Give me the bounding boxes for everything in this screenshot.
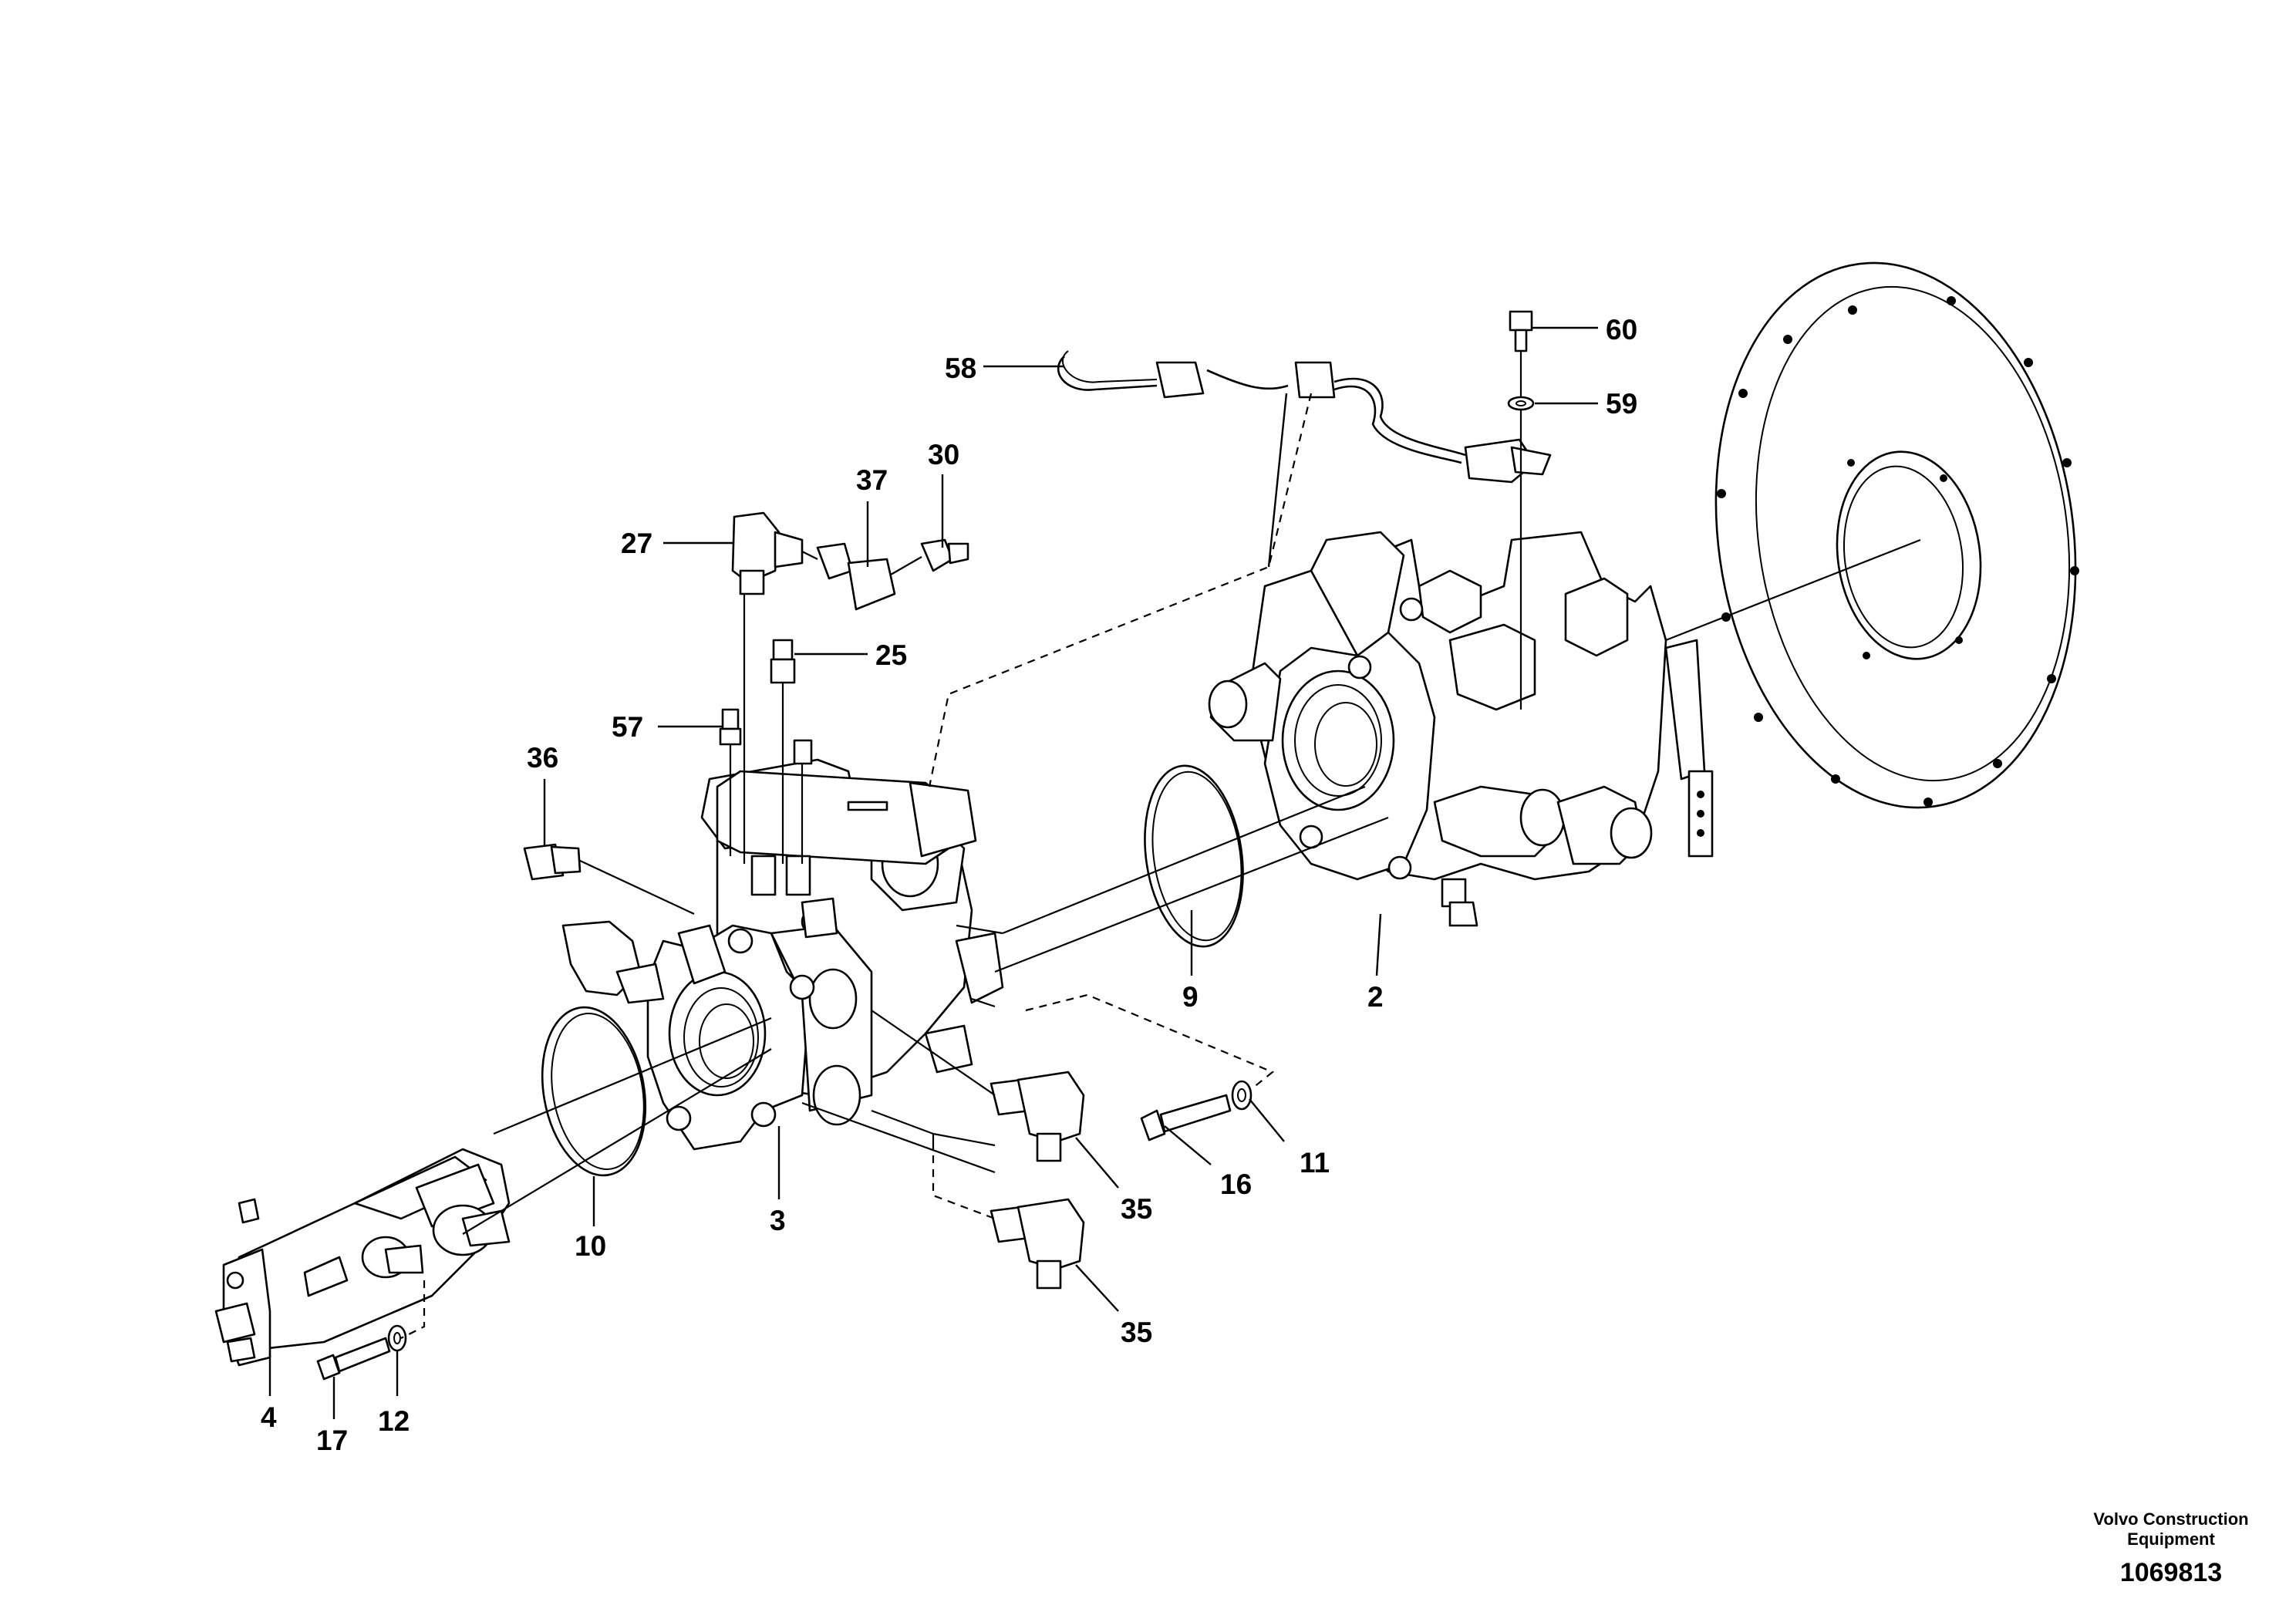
drawing-number: 1069813 [2120, 1558, 2222, 1587]
callout-3: 3 [770, 1205, 786, 1236]
control-pump [646, 739, 1004, 1151]
callout-12: 12 [378, 1405, 410, 1437]
fitting-30 [920, 538, 969, 572]
fitting-25 [770, 639, 796, 684]
washer-11 [1231, 1080, 1253, 1111]
fitting-57 [719, 708, 742, 746]
bolt-16 [1140, 1094, 1232, 1141]
washer-59 [1507, 396, 1535, 411]
o-ring-9 [1144, 764, 1244, 948]
brand-line-2: Equipment [2127, 1529, 2215, 1549]
elbow-35-lower [990, 1198, 1085, 1290]
callouts: 58 60 59 27 37 30 25 57 36 9 2 11 16 35 … [261, 314, 1637, 1456]
callout-58: 58 [945, 352, 976, 384]
footer-brand: Volvo Construction Equipment 1069813 [2093, 1509, 2248, 1587]
adapter-36 [523, 843, 582, 881]
callout-2: 2 [1367, 981, 1384, 1013]
callout-35-upper: 35 [1121, 1193, 1152, 1225]
leader-lines [268, 326, 1598, 1419]
callout-16: 16 [1220, 1168, 1252, 1200]
gear-pump [214, 1148, 511, 1367]
assembly-axes [462, 351, 1921, 1235]
wiring-harness [1057, 350, 1552, 484]
callout-11: 11 [1300, 1147, 1330, 1179]
callout-10: 10 [575, 1230, 606, 1262]
coupling-plate [1714, 261, 2079, 809]
adapter-37 [816, 542, 896, 611]
callout-9: 9 [1182, 981, 1199, 1013]
callout-17: 17 [316, 1425, 348, 1456]
callout-4: 4 [261, 1401, 277, 1433]
callout-25: 25 [875, 639, 907, 671]
bolt-17 [316, 1337, 391, 1381]
brand-line-1: Volvo Construction [2093, 1509, 2248, 1529]
callout-57: 57 [612, 711, 643, 743]
o-ring-10 [541, 1006, 647, 1177]
callout-35-lower: 35 [1121, 1317, 1152, 1348]
callout-30: 30 [928, 439, 959, 470]
washer-12 [387, 1324, 407, 1352]
callout-59: 59 [1606, 388, 1637, 420]
callout-36: 36 [527, 742, 558, 774]
dashed-reference-lines [400, 393, 1313, 1339]
main-pump [1208, 531, 1714, 927]
elbow-35-upper [990, 1071, 1085, 1162]
callout-60: 60 [1606, 314, 1637, 346]
callout-37: 37 [856, 464, 888, 496]
elbow-27 [731, 511, 804, 595]
callout-27: 27 [621, 528, 652, 559]
bolt-60 [1509, 310, 1533, 352]
